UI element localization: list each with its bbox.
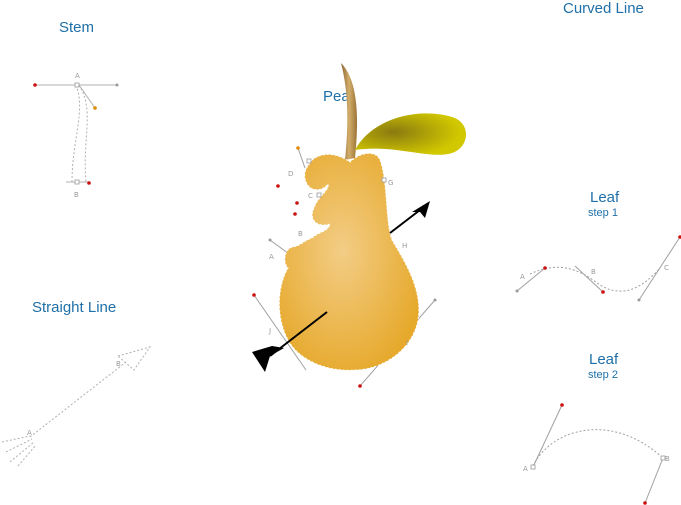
straight-label-a: A bbox=[27, 429, 32, 437]
straight-line-title: Straight Line bbox=[32, 299, 117, 316]
pear-point-g-square bbox=[381, 177, 387, 183]
leaf1-label-b: B bbox=[591, 268, 596, 276]
pear-handle-j bbox=[253, 294, 307, 371]
pear-label-g: G bbox=[388, 179, 393, 187]
pear-illustration: A B C D G H I J bbox=[252, 63, 467, 388]
leaf1-handle-2 bbox=[574, 265, 604, 293]
stem-anchor-gray bbox=[115, 83, 119, 87]
stem-point-b bbox=[74, 179, 80, 185]
leaf2-anchor-red-1 bbox=[560, 403, 564, 407]
stem-outline-right bbox=[78, 84, 88, 183]
pear-label-b: B bbox=[298, 230, 303, 238]
pear-stem bbox=[341, 63, 358, 160]
stem-point-a bbox=[74, 82, 80, 88]
leaf2-handle-2 bbox=[644, 457, 664, 504]
straight-line-construction: B A bbox=[1, 346, 152, 467]
pear-anchor-red-5 bbox=[358, 384, 362, 388]
leaf-step2-title: Leaf bbox=[589, 351, 619, 368]
leaf1-curve bbox=[529, 266, 661, 292]
stem-construction: A B bbox=[33, 72, 119, 199]
pear-label-c: C bbox=[308, 192, 313, 200]
pear-label-i: I bbox=[406, 339, 408, 347]
leaf2-curve bbox=[532, 429, 664, 467]
arrow-fletching-icon bbox=[252, 346, 284, 372]
leaf-step2-subtitle: step 2 bbox=[588, 369, 618, 381]
leaf1-label-c: C bbox=[664, 264, 669, 272]
leaf-step1-subtitle: step 1 bbox=[588, 207, 618, 219]
stem-handle-diag bbox=[78, 84, 96, 109]
leaf-step2-construction: A B bbox=[523, 403, 670, 505]
leaf2-point-a bbox=[530, 464, 536, 470]
leaf2-label-b: B bbox=[665, 455, 670, 463]
leaf2-handle-1 bbox=[532, 404, 563, 468]
stem-anchor-red bbox=[33, 83, 37, 87]
stem-outline-left bbox=[71, 84, 81, 183]
pear-anchor-red-2 bbox=[295, 201, 299, 205]
leaf1-anchor-red-2 bbox=[601, 290, 605, 294]
pear-label-h: H bbox=[402, 242, 407, 250]
leaf1-anchor-gray-2 bbox=[637, 298, 641, 302]
pear-point-c-square bbox=[316, 192, 322, 198]
pear-anchor-red-4 bbox=[252, 293, 256, 297]
pear-point-d-square bbox=[306, 158, 312, 164]
pear-handle-d bbox=[297, 147, 306, 169]
pear-label-d: D bbox=[288, 170, 293, 178]
straight-fletching-outline bbox=[1, 435, 37, 467]
pear-anchor-gray-2 bbox=[268, 238, 272, 242]
curved-line-title: Curved Line bbox=[563, 0, 644, 17]
straight-label-b: B bbox=[116, 360, 121, 368]
pear-anchor-red-1 bbox=[276, 184, 280, 188]
stem-anchor-red-bottom bbox=[87, 181, 91, 185]
leaf1-anchor-red-3 bbox=[678, 235, 681, 239]
stem-label-a: A bbox=[75, 72, 80, 80]
leaf2-point-b bbox=[660, 455, 666, 461]
pear-anchor-orange bbox=[296, 146, 300, 150]
leaf2-anchor-red-2 bbox=[643, 501, 647, 505]
stem-title: Stem bbox=[59, 19, 95, 36]
pear-leaf bbox=[355, 113, 467, 155]
stem-anchor-orange bbox=[93, 106, 97, 110]
straight-line-path bbox=[29, 361, 127, 438]
straight-arrowhead-outline bbox=[116, 346, 152, 371]
leaf1-handle-3 bbox=[638, 236, 681, 301]
pear-label-j: J bbox=[268, 327, 271, 335]
leaf2-label-a: A bbox=[523, 465, 528, 473]
arrow-head-icon bbox=[412, 201, 430, 218]
leaf-step1-title: Leaf bbox=[590, 189, 620, 206]
stem-label-b: B bbox=[74, 191, 79, 199]
leaf1-label-a: A bbox=[520, 273, 525, 281]
pear-body bbox=[278, 153, 420, 371]
pear-anchor-red-3 bbox=[293, 212, 297, 216]
arrow-shaft-front bbox=[389, 209, 421, 234]
leaf1-anchor-red-1 bbox=[543, 266, 547, 270]
leaf1-handle-1 bbox=[516, 267, 546, 292]
pear-anchor-gray-1 bbox=[433, 298, 437, 302]
pear-label-a: A bbox=[269, 253, 274, 261]
leaf-step1-construction: A B C bbox=[515, 235, 681, 302]
leaf1-anchor-gray-1 bbox=[515, 289, 519, 293]
